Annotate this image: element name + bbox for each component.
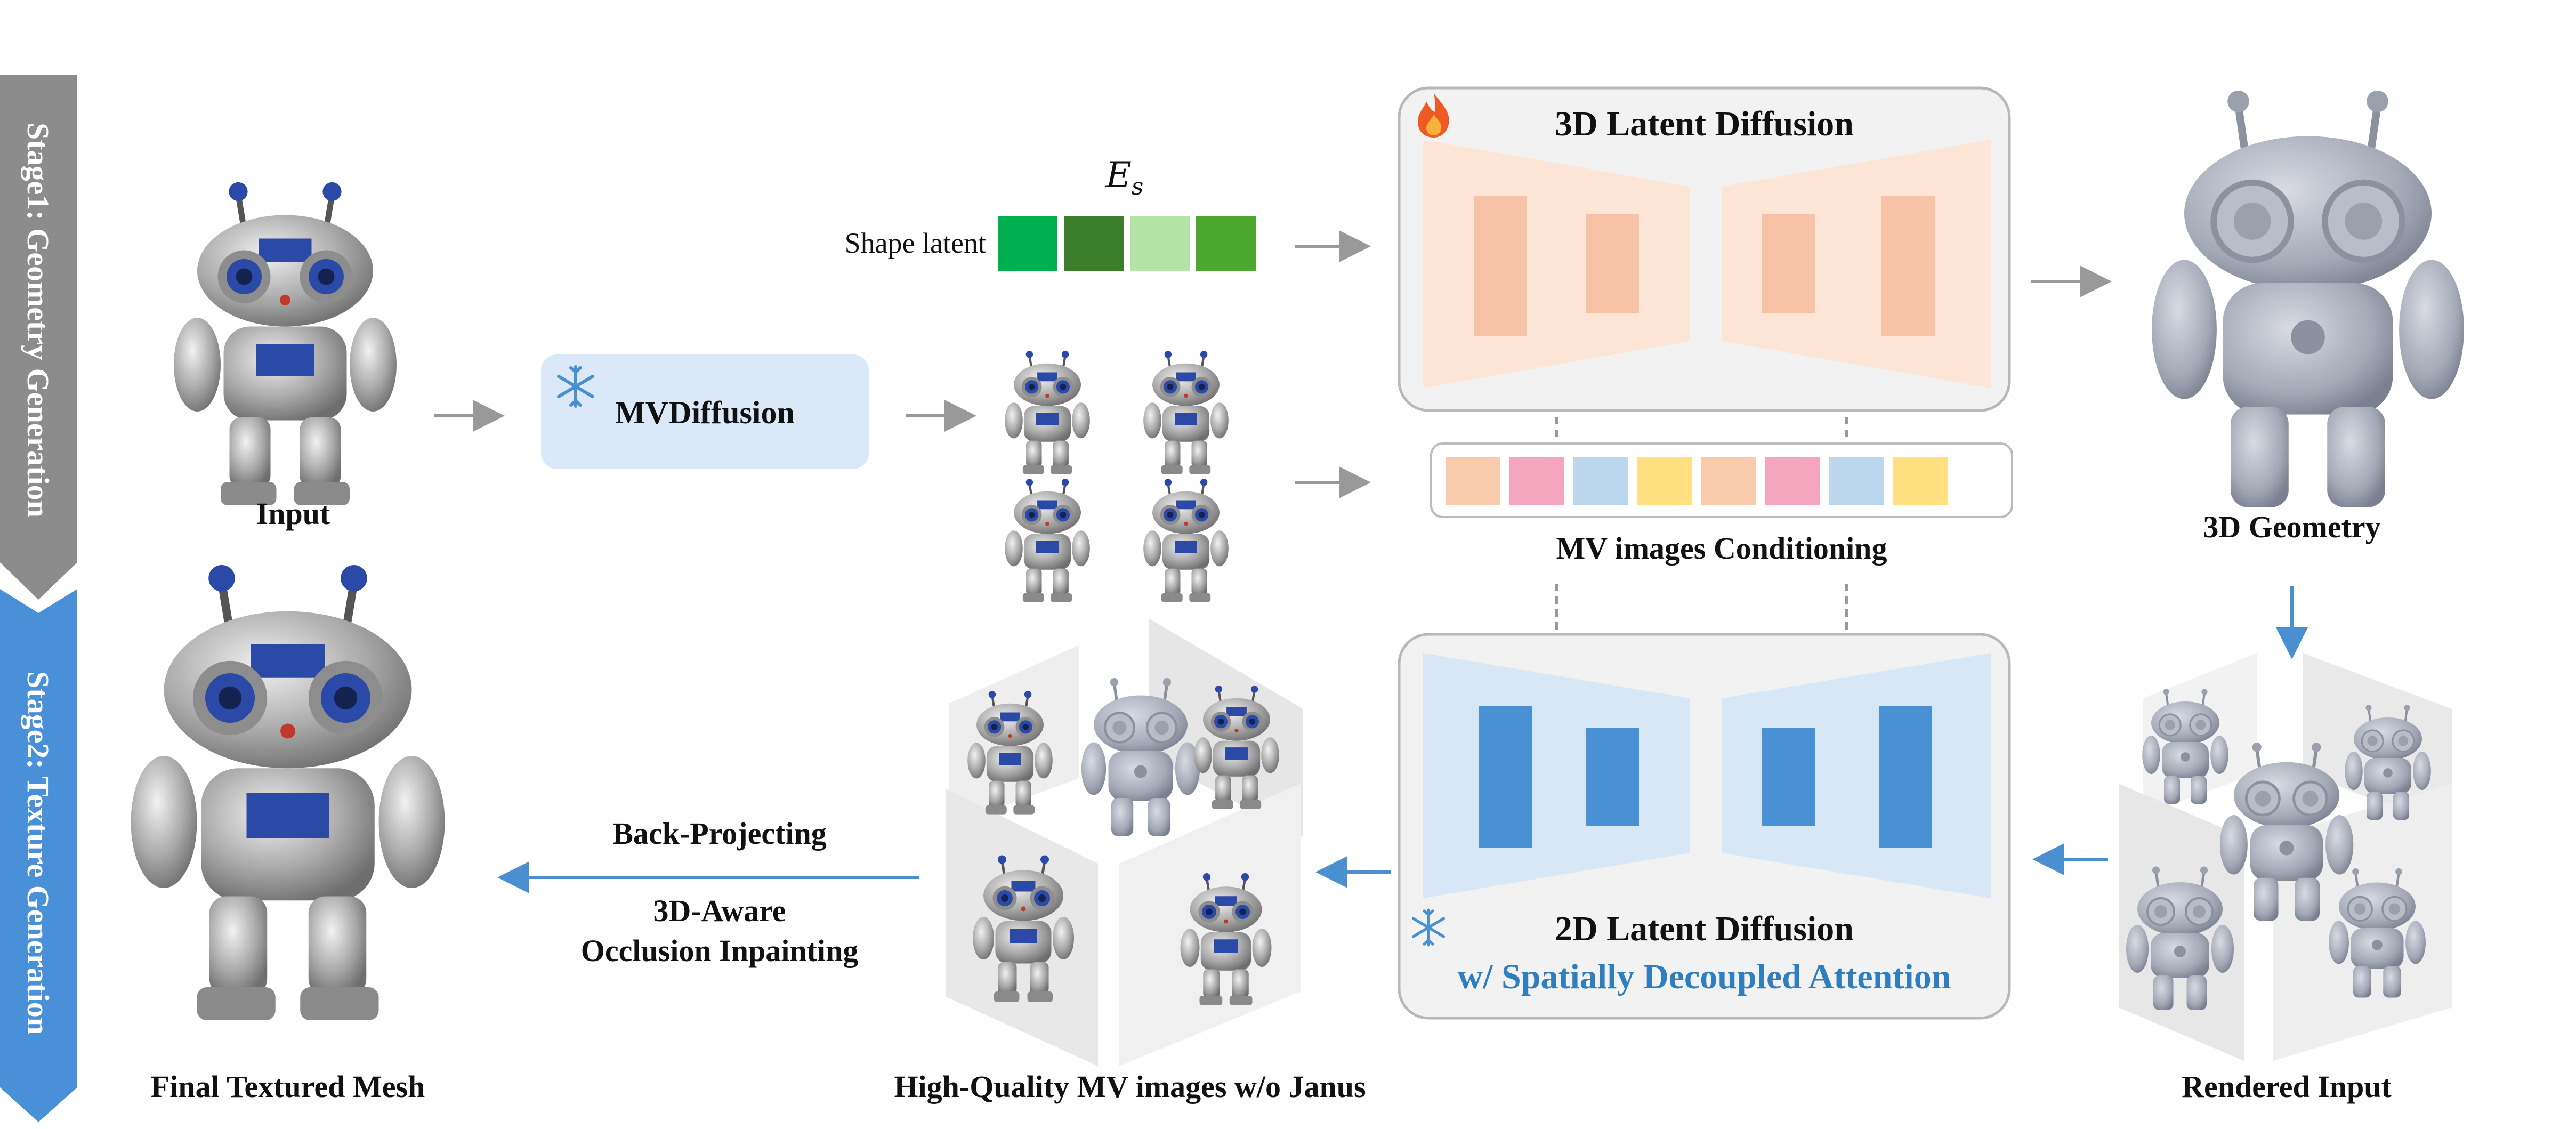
stage1-banner: [0, 75, 77, 600]
latent-token: [1196, 216, 1256, 271]
stage1-label: Stage1: Geometry Generation: [21, 122, 55, 518]
hq-mv-view-front-left: [973, 856, 1074, 1003]
mv-view-back: [1143, 351, 1229, 474]
latent2d-subtitle: w/ Spatially Decoupled Attention: [1457, 957, 1951, 996]
mvdiffusion-box: [541, 354, 869, 469]
cond-token: [1446, 457, 1500, 505]
mv-view-front: [1005, 351, 1090, 474]
rendered-input-label: Rendered Input: [2182, 1069, 2392, 1104]
geometry-label: 3D Geometry: [2203, 510, 2381, 544]
hq-mv-label: High-Quality MV images w/o Janus: [894, 1069, 1366, 1104]
rendered-view-left: [2142, 689, 2228, 804]
snowflake-icon: [557, 365, 594, 408]
latent2d-block: [1586, 728, 1639, 826]
occlusion-line2: Occlusion Inpainting: [580, 933, 859, 968]
latent2d-block: [1479, 706, 1532, 848]
cond-token: [1765, 457, 1820, 505]
cond-token: [1893, 457, 1948, 505]
latent-token: [998, 216, 1057, 271]
rendered-view-front-right: [2329, 868, 2426, 998]
mvdiffusion-label: MVDiffusion: [615, 395, 795, 430]
hq-mv-view-right: [1194, 686, 1279, 809]
fire-icon: [1418, 93, 1449, 138]
input-label: Input: [256, 496, 330, 531]
hq-mv-view-left: [967, 691, 1053, 814]
rendered-view-center: [2220, 743, 2353, 921]
mv-view-right: [1143, 479, 1229, 602]
stage2-label: Stage2: Texture Generation: [21, 671, 55, 1035]
mv-conditioning-tokens: [1446, 457, 1948, 505]
rendered-view-right: [2345, 705, 2431, 820]
latent2d-block: [1762, 728, 1815, 826]
latent2d-title: 2D Latent Diffusion: [1554, 909, 1854, 948]
shape-latent-symbol: Es: [1105, 155, 1144, 201]
rendered-view-front-left: [2126, 867, 2234, 1011]
cond-token: [1509, 457, 1564, 505]
final-mesh-label: Final Textured Mesh: [150, 1069, 425, 1104]
snowflake-icon: [1411, 908, 1446, 947]
cond-token: [1701, 457, 1756, 505]
latent3d-block: [1586, 214, 1639, 313]
shape-latent-label: Shape latent: [844, 227, 986, 259]
final-mesh-image: [131, 565, 445, 1020]
hq-mv-view-center: [1081, 678, 1200, 836]
back-projecting-label: Back-Projecting: [612, 816, 827, 851]
cond-token: [1573, 457, 1628, 505]
stage2-banner: [0, 589, 77, 1122]
latent3d-block: [1762, 214, 1815, 313]
geometry-mesh-image: [2152, 91, 2464, 507]
hq-mv-view-front-right: [1181, 873, 1272, 1005]
latent3d-block: [1881, 196, 1935, 336]
mv-conditioning-label: MV images Conditioning: [1556, 531, 1887, 566]
latent2d-block: [1879, 706, 1932, 848]
occlusion-line1: 3D-Aware: [653, 893, 786, 928]
cond-token: [1637, 457, 1692, 505]
latent3d-title: 3D Latent Diffusion: [1554, 104, 1854, 143]
latent-token: [1130, 216, 1190, 271]
latent3d-block: [1474, 196, 1527, 336]
latent-token: [1064, 216, 1124, 271]
input-robot-image: [174, 182, 397, 505]
mv-view-left: [1005, 479, 1090, 602]
cond-token: [1829, 457, 1884, 505]
shape-latent-tokens: [998, 216, 1256, 271]
